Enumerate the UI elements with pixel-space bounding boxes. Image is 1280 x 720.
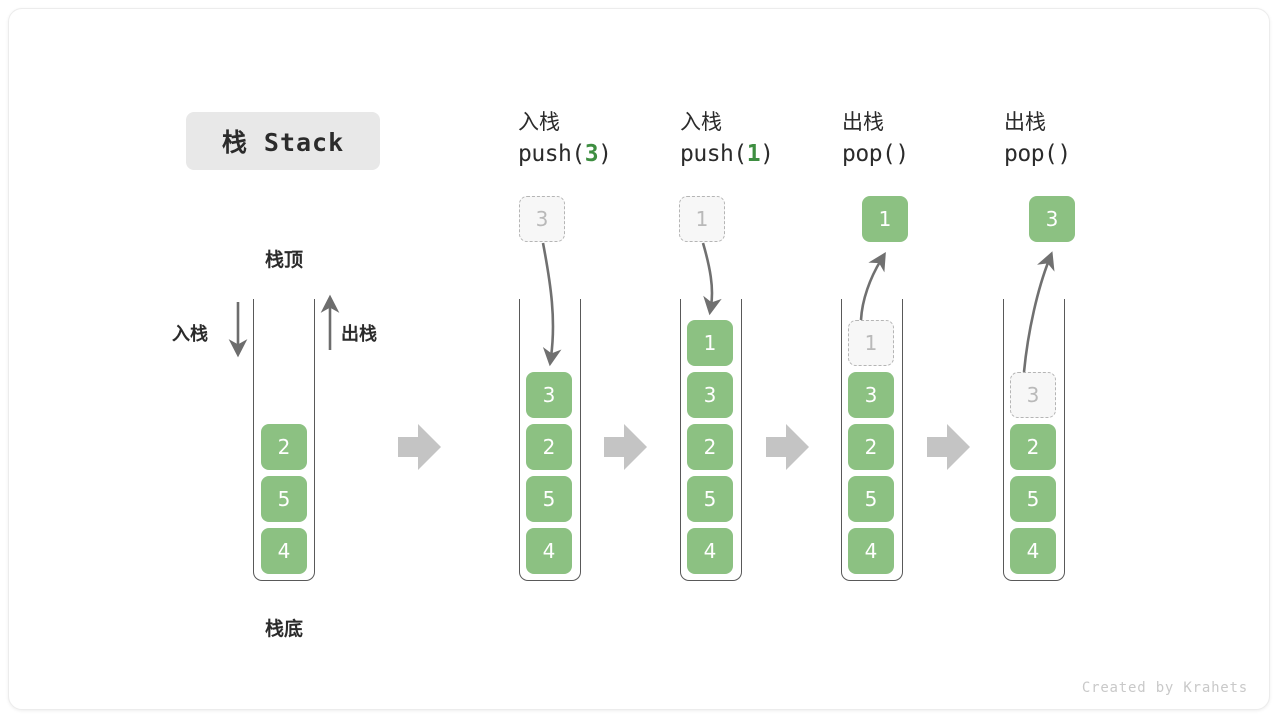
- code-suffix: ): [760, 140, 774, 167]
- stack-block: 2: [848, 424, 894, 470]
- stack-blocks-pop-3: 3 2 5 4: [1010, 372, 1056, 574]
- stack-blocks-initial: 2 5 4: [261, 424, 307, 574]
- stack-block-ghost: 1: [848, 320, 894, 366]
- stack-block: 5: [1010, 476, 1056, 522]
- code-arg: 1: [746, 140, 761, 167]
- step-caption-cn: 出栈: [1004, 110, 1046, 134]
- floating-block-pop-1: 1: [862, 196, 908, 242]
- stack-top-label: 栈顶: [264, 250, 303, 271]
- step-caption-push-1: 入栈 push(1): [680, 108, 774, 171]
- code-suffix: ): [895, 140, 909, 167]
- stack-block: 5: [261, 476, 307, 522]
- stack-block: 4: [261, 528, 307, 574]
- step-caption-pop-3: 出栈 pop(): [1004, 108, 1071, 170]
- floating-block-push-1: 1: [679, 196, 725, 242]
- stack-block: 4: [848, 528, 894, 574]
- stack-block: 5: [526, 476, 572, 522]
- code-prefix: push(: [518, 140, 585, 167]
- floating-block-pop-3: 3: [1029, 196, 1075, 242]
- floating-block-push-3: 3: [519, 196, 565, 242]
- stack-container-pop-3: [1003, 299, 1065, 581]
- step-caption-code: push(1): [680, 138, 774, 171]
- stack-blocks-push-3: 3 2 5 4: [526, 372, 572, 574]
- watermark: Created by Krahets: [1081, 680, 1248, 696]
- stack-block: 4: [526, 528, 572, 574]
- step-caption-cn: 入栈: [680, 110, 722, 134]
- step-caption-code: pop(): [842, 138, 909, 171]
- title-badge: 栈 Stack: [186, 112, 380, 170]
- stack-block: 2: [1010, 424, 1056, 470]
- stack-block: 4: [687, 528, 733, 574]
- stack-block: 1: [687, 320, 733, 366]
- pop-side-label: 出栈: [341, 324, 377, 344]
- stack-block: 4: [1010, 528, 1056, 574]
- stack-bottom-label: 栈底: [264, 619, 303, 640]
- stack-block: 5: [848, 476, 894, 522]
- stack-container-pop-1: [841, 299, 903, 581]
- step-caption-code: pop(): [1004, 138, 1071, 171]
- step-caption-push-3: 入栈 push(3): [518, 108, 612, 171]
- stack-container-initial: [253, 299, 315, 581]
- code-arg: 3: [584, 140, 599, 167]
- code-prefix: push(: [680, 140, 747, 167]
- stack-block: 2: [687, 424, 733, 470]
- step-caption-cn: 出栈: [842, 110, 884, 134]
- stack-blocks-pop-1: 1 3 2 5 4: [848, 320, 894, 574]
- push-side-label: 入栈: [172, 324, 208, 344]
- step-caption-cn: 入栈: [518, 110, 560, 134]
- stack-container-push-1: [680, 299, 742, 581]
- stack-block-ghost: 3: [1010, 372, 1056, 418]
- stack-block: 2: [526, 424, 572, 470]
- code-suffix: ): [598, 140, 612, 167]
- stack-block: 2: [261, 424, 307, 470]
- stack-block: 3: [687, 372, 733, 418]
- step-caption-code: push(3): [518, 138, 612, 171]
- title-badge-label: 栈 Stack: [221, 128, 345, 157]
- stack-container-push-3: [519, 299, 581, 581]
- code-suffix: ): [1057, 140, 1071, 167]
- stack-block: 3: [526, 372, 572, 418]
- stack-block: 3: [848, 372, 894, 418]
- code-prefix: pop(: [1004, 140, 1058, 167]
- code-prefix: pop(: [842, 140, 896, 167]
- stack-block: 5: [687, 476, 733, 522]
- stack-blocks-push-1: 1 3 2 5 4: [687, 320, 733, 574]
- step-caption-pop-1: 出栈 pop(): [842, 108, 909, 170]
